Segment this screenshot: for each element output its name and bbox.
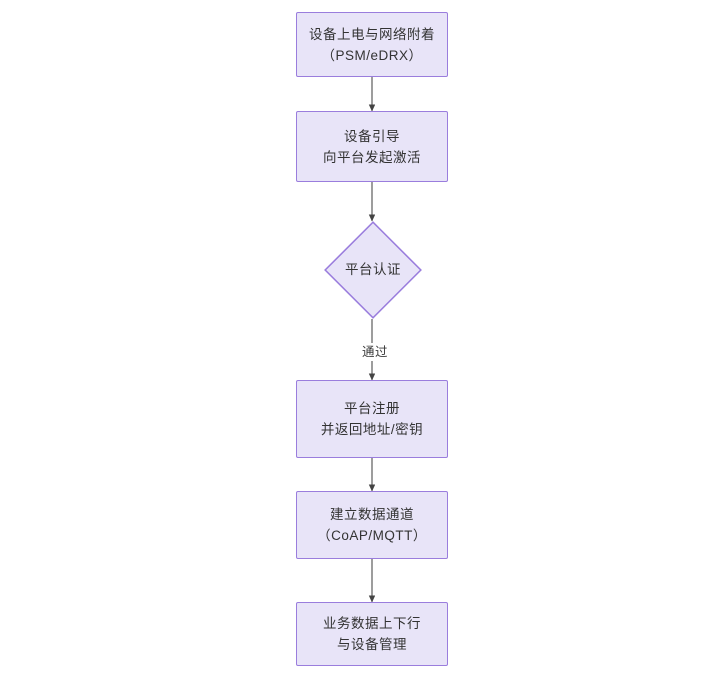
flow-node-label: 设备上电与网络附着 （PSM/eDRX） (309, 26, 435, 63)
flow-node-label: 设备引导 向平台发起激活 (323, 128, 421, 165)
flow-node-label: 平台注册 并返回地址/密钥 (320, 401, 424, 437)
flow-node-n2[interactable]: 设备引导 向平台发起激活 (296, 111, 448, 182)
flow-node-label: 平台认证 (345, 262, 401, 277)
flow-node-n4[interactable]: 平台注册 并返回地址/密钥 (296, 380, 448, 458)
flow-node-n5[interactable]: 建立数据通道 （CoAP/MQTT） (296, 491, 448, 559)
flow-node-n1[interactable]: 设备上电与网络附着 （PSM/eDRX） (296, 12, 448, 77)
flow-node-n6[interactable]: 业务数据上下行 与设备管理 (296, 602, 448, 666)
flow-node-label: 建立数据通道 （CoAP/MQTT） (317, 507, 427, 543)
flow-node-label: 业务数据上下行 与设备管理 (323, 616, 421, 652)
flow-edge-label-e3: 通过 (348, 343, 402, 361)
decision-diamond-shape (324, 221, 422, 319)
flow-node-n3[interactable]: 平台认证 (324, 221, 422, 319)
